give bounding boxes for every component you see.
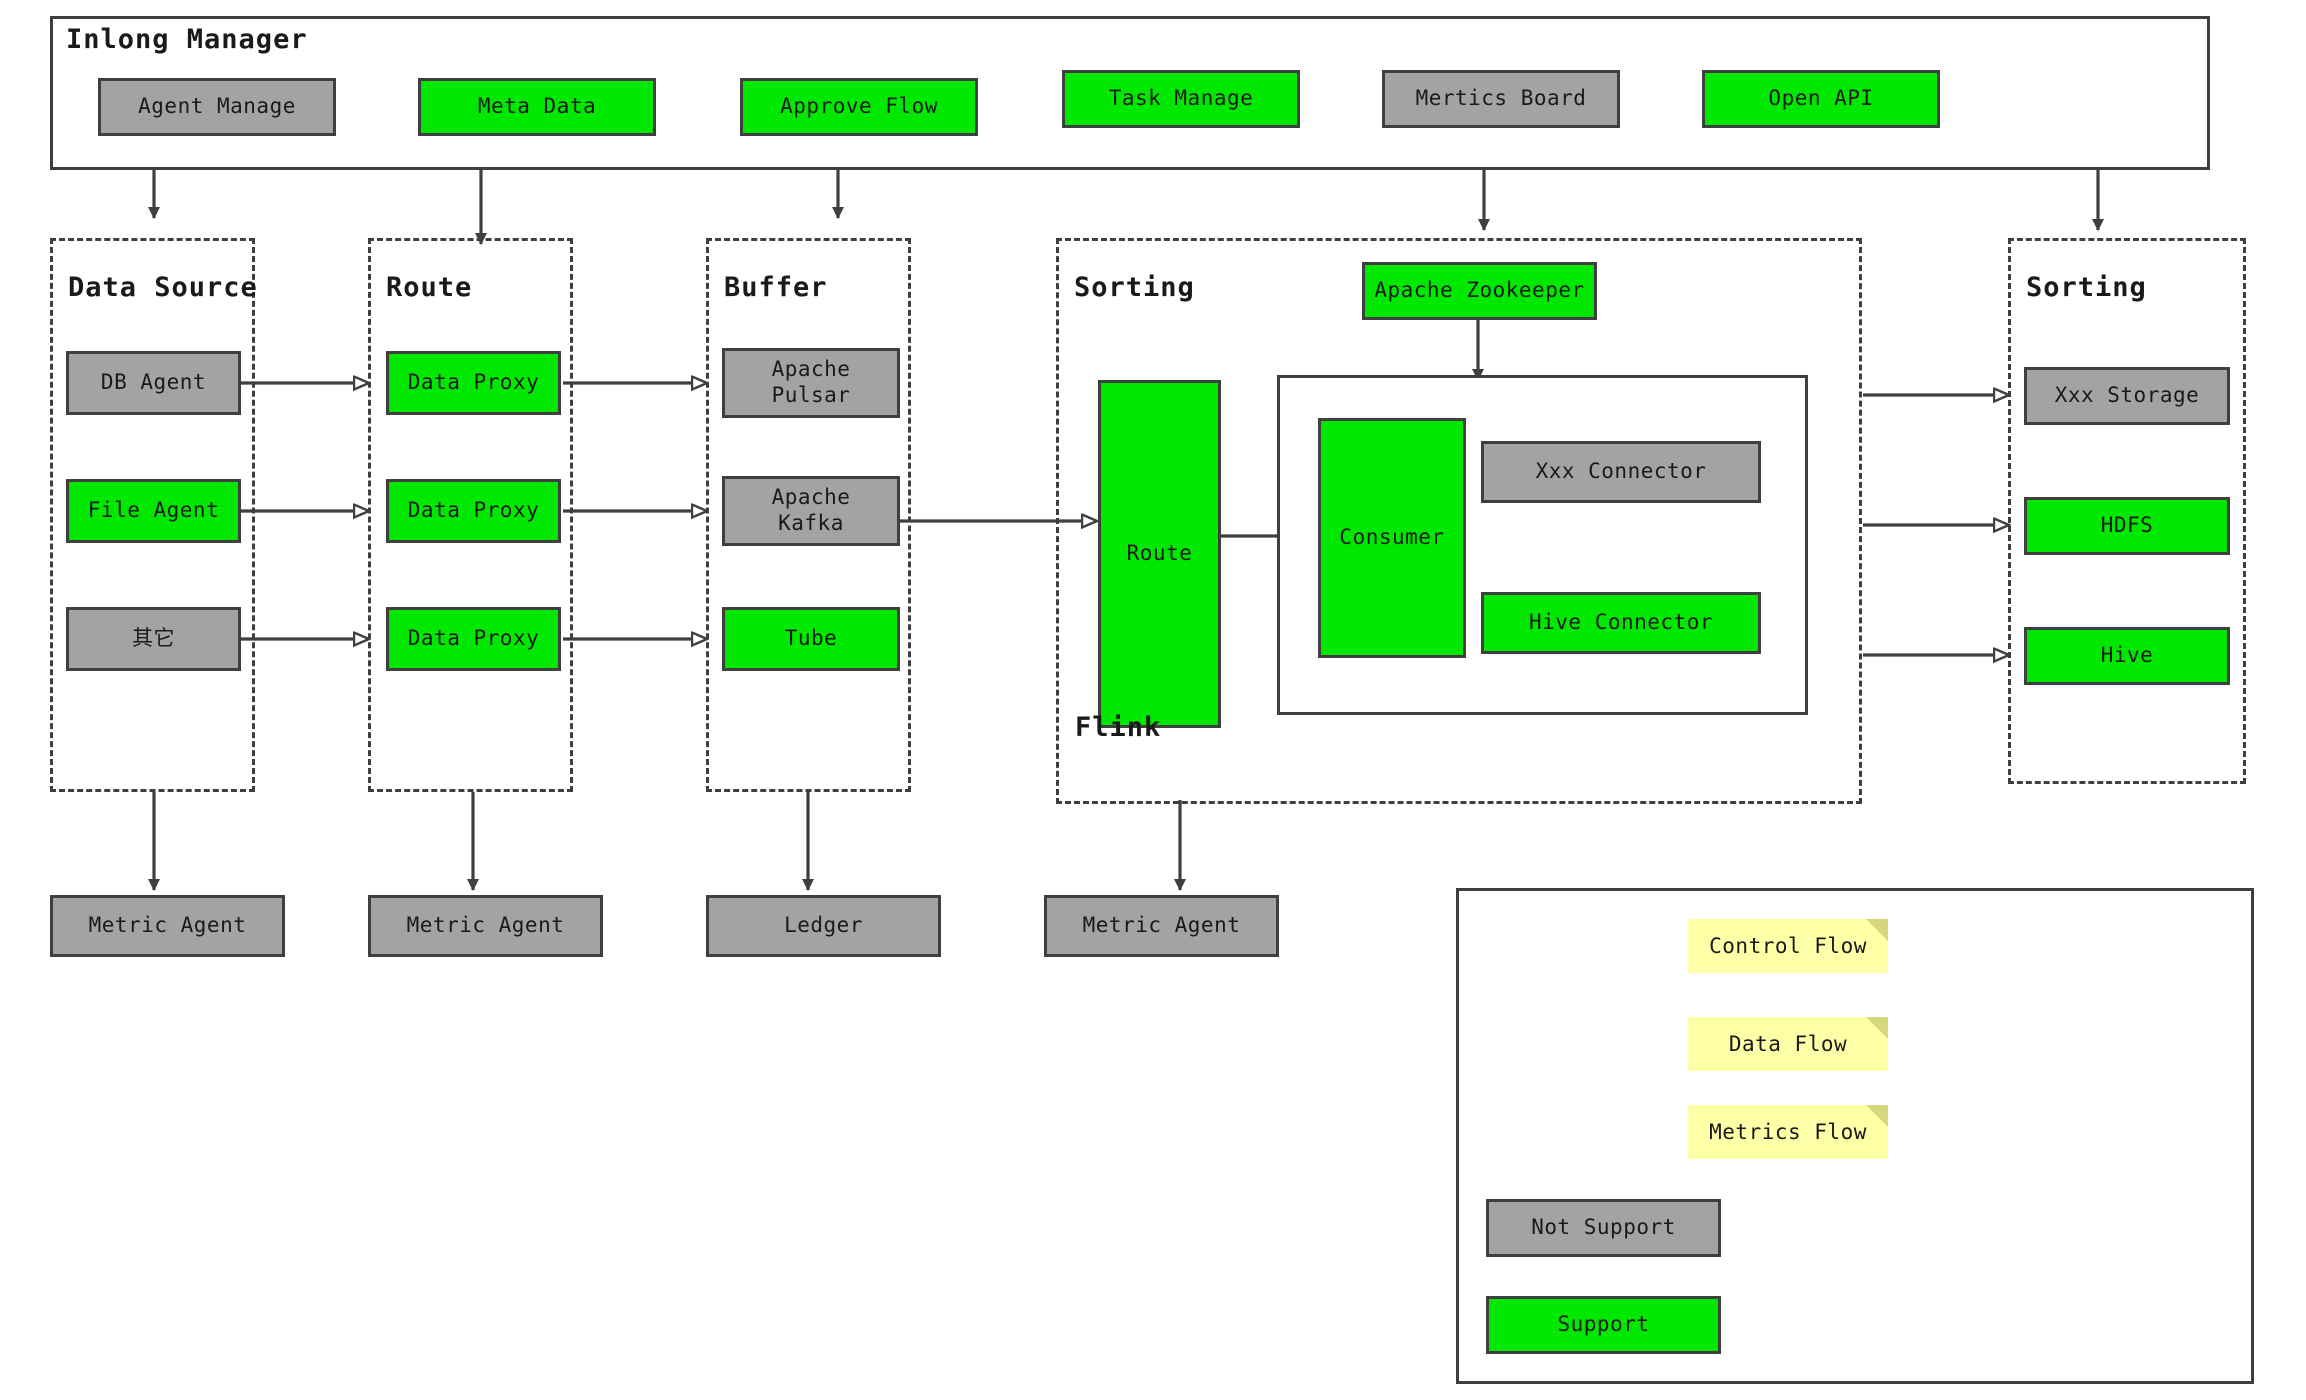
node-db-agent[interactable]: DB Agent bbox=[66, 351, 241, 415]
node-label: Hive Connector bbox=[1528, 610, 1713, 635]
legend-flow-label: Metrics Flow bbox=[1709, 1120, 1867, 1144]
node-xxx-connector[interactable]: Xxx Connector bbox=[1481, 441, 1761, 503]
manager-item-label: Task Manage bbox=[1108, 86, 1254, 111]
node-label: 其它 bbox=[132, 626, 175, 651]
node-data-proxy-2[interactable]: Data Proxy bbox=[386, 479, 561, 543]
manager-item-open-api[interactable]: Open API bbox=[1702, 70, 1940, 128]
manager-item-label: Approve Flow bbox=[780, 94, 938, 119]
node-label: Hive bbox=[2100, 643, 2154, 668]
node-label: Metric Agent bbox=[406, 913, 565, 938]
node-label: Data Proxy bbox=[407, 626, 540, 651]
node-other-source[interactable]: 其它 bbox=[66, 607, 241, 671]
legend-swatch-support: Support bbox=[1486, 1296, 1721, 1354]
legend-note-control-flow: Control Flow bbox=[1688, 919, 1888, 973]
node-label: Apache Pulsar bbox=[771, 357, 851, 407]
node-hive-connector[interactable]: Hive Connector bbox=[1481, 592, 1761, 654]
manager-item-meta-data[interactable]: Meta Data bbox=[418, 78, 656, 136]
group-buffer-label: Buffer bbox=[724, 272, 828, 303]
manager-item-mertics-board[interactable]: Mertics Board bbox=[1382, 70, 1620, 128]
manager-item-label: Mertics Board bbox=[1415, 86, 1587, 111]
group-sorting-right-label: Sorting bbox=[2026, 272, 2147, 303]
node-label: Data Proxy bbox=[407, 498, 540, 523]
node-xxx-storage[interactable]: Xxx Storage bbox=[2024, 367, 2230, 425]
manager-item-approve-flow[interactable]: Approve Flow bbox=[740, 78, 978, 136]
inlong-manager-title: Inlong Manager bbox=[66, 24, 308, 55]
flink-label: Flink bbox=[1075, 712, 1162, 743]
node-label: DB Agent bbox=[100, 370, 207, 395]
node-label: Ledger bbox=[784, 913, 863, 938]
node-file-agent[interactable]: File Agent bbox=[66, 479, 241, 543]
group-data-source bbox=[50, 238, 255, 792]
node-label: Apache Zookeeper bbox=[1374, 278, 1585, 303]
node-apache-pulsar[interactable]: Apache Pulsar bbox=[722, 348, 900, 418]
legend-flow-label: Data Flow bbox=[1728, 1032, 1848, 1056]
node-label: Metric Agent bbox=[88, 913, 247, 938]
node-hive[interactable]: Hive bbox=[2024, 627, 2230, 685]
manager-item-task-manage[interactable]: Task Manage bbox=[1062, 70, 1300, 128]
node-consumer[interactable]: Consumer bbox=[1318, 418, 1466, 658]
legend-status-label: Not Support bbox=[1531, 1215, 1676, 1240]
node-apache-zookeeper[interactable]: Apache Zookeeper bbox=[1362, 262, 1597, 320]
node-label: Tube bbox=[784, 626, 838, 651]
legend-flow-label: Control Flow bbox=[1709, 934, 1867, 958]
node-metric-agent-2[interactable]: Metric Agent bbox=[368, 895, 603, 957]
node-label: HDFS bbox=[2100, 513, 2154, 538]
node-metric-agent-3[interactable]: Metric Agent bbox=[1044, 895, 1279, 957]
legend-note-metrics-flow: Metrics Flow bbox=[1688, 1105, 1888, 1159]
node-sorting-route[interactable]: Route bbox=[1098, 380, 1221, 728]
node-data-proxy-3[interactable]: Data Proxy bbox=[386, 607, 561, 671]
group-sorting-right bbox=[2008, 238, 2246, 784]
note-fold-icon bbox=[1866, 1017, 1888, 1039]
node-label: Metric Agent bbox=[1082, 913, 1241, 938]
node-apache-kafka[interactable]: Apache Kafka bbox=[722, 476, 900, 546]
node-ledger[interactable]: Ledger bbox=[706, 895, 941, 957]
node-data-proxy-1[interactable]: Data Proxy bbox=[386, 351, 561, 415]
node-metric-agent-1[interactable]: Metric Agent bbox=[50, 895, 285, 957]
manager-item-label: Open API bbox=[1768, 86, 1874, 111]
group-route-label: Route bbox=[386, 272, 473, 303]
node-label: Apache Kafka bbox=[771, 485, 851, 535]
node-label: Xxx Connector bbox=[1535, 459, 1707, 484]
node-label: Route bbox=[1126, 541, 1193, 566]
node-label: Consumer bbox=[1339, 525, 1445, 550]
node-label: File Agent bbox=[87, 498, 220, 523]
note-fold-icon bbox=[1866, 1105, 1888, 1127]
node-label: Data Proxy bbox=[407, 370, 540, 395]
node-hdfs[interactable]: HDFS bbox=[2024, 497, 2230, 555]
manager-item-label: Meta Data bbox=[477, 94, 597, 119]
legend-swatch-not-support: Not Support bbox=[1486, 1199, 1721, 1257]
group-sorting-left-label: Sorting bbox=[1074, 272, 1195, 303]
legend-status-label: Support bbox=[1557, 1312, 1650, 1337]
group-data-source-label: Data Source bbox=[68, 272, 258, 303]
manager-item-agent-manage[interactable]: Agent Manage bbox=[98, 78, 336, 136]
note-fold-icon bbox=[1866, 919, 1888, 941]
manager-item-label: Agent Manage bbox=[138, 94, 296, 119]
node-label: Xxx Storage bbox=[2054, 383, 2200, 408]
legend-note-data-flow: Data Flow bbox=[1688, 1017, 1888, 1071]
node-tube[interactable]: Tube bbox=[722, 607, 900, 671]
